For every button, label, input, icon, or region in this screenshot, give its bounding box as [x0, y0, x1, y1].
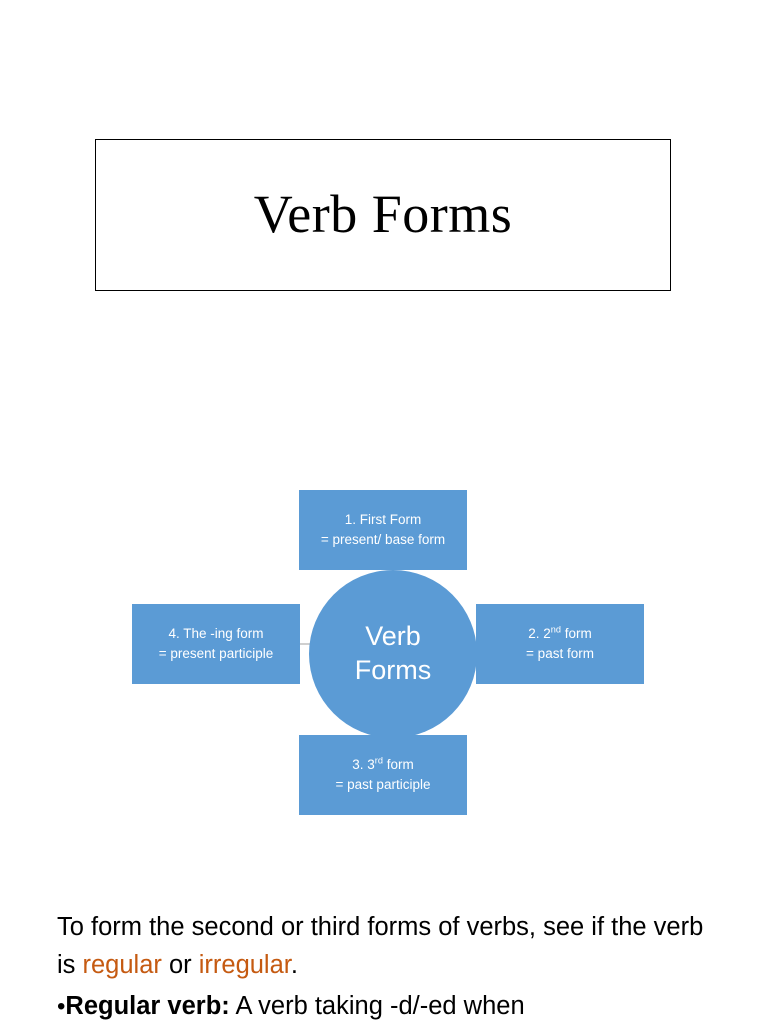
node-top-line1: 1. First Form [344, 512, 422, 528]
node-bottom-line1: 3. 3rd form [352, 755, 414, 773]
bullet-label: Regular verb: [65, 991, 230, 1020]
center-label-line2: Forms [354, 655, 432, 685]
paragraph-intro: To form the second or third forms of ver… [57, 913, 704, 980]
node-right-line1: 2. 2nd form [528, 624, 592, 642]
node-right-line2: = past form [526, 646, 594, 661]
node-right-sup: nd [550, 624, 561, 635]
page-title: Verb Forms [253, 184, 513, 245]
irregular-keyword: irregular [198, 951, 291, 980]
bullet-regular-verb: •Regular verb: A verb taking -d/-ed when [57, 987, 727, 1025]
regular-keyword: regular [82, 951, 162, 980]
node-bottom-sup: rd [374, 755, 383, 766]
node-left-line1: 4. The -ing form [168, 626, 264, 642]
bullet-rest: A verb taking -d/-ed when [229, 991, 525, 1020]
center-label-line1: Verb [365, 621, 421, 652]
diagram-node-ing-form: 4. The -ing form = present participle [132, 604, 300, 684]
connector-left [290, 643, 314, 645]
node-left-line2: = present participle [158, 646, 274, 661]
node-top-line2: = present/ base form [320, 532, 446, 547]
diagram-node-first-form: 1. First Form = present/ base form [299, 490, 467, 570]
diagram-node-center: Verb Forms [309, 570, 477, 738]
verb-forms-diagram: Verb Forms 1. First Form = present/ base… [110, 470, 660, 820]
diagram-node-third-form: 3. 3rd form = past participle [299, 735, 467, 815]
diagram-node-second-form: 2. 2nd form = past form [476, 604, 644, 684]
body-text-block: To form the second or third forms of ver… [57, 908, 727, 1025]
node-bottom-line2: = past participle [335, 777, 431, 792]
bullet-dot-icon: • [57, 992, 66, 1020]
slide-title-box: Verb Forms [95, 139, 671, 291]
